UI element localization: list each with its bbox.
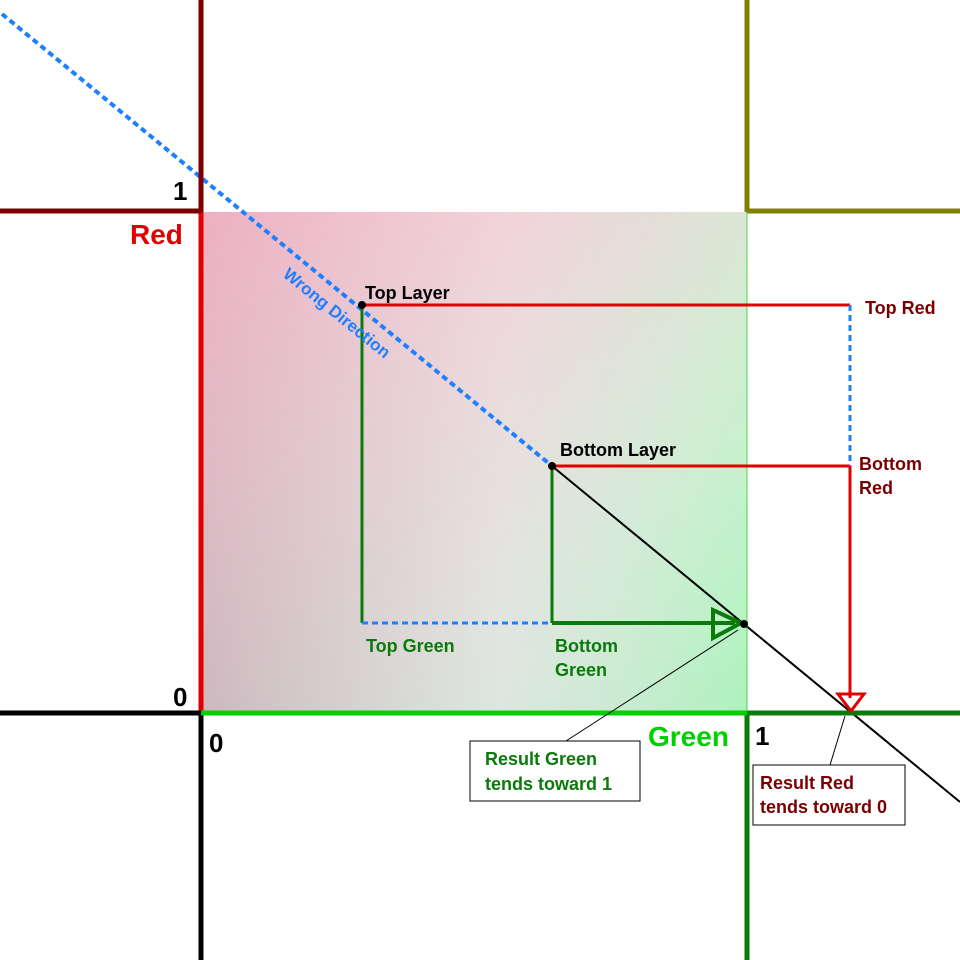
top-green-label: Top Green: [366, 636, 455, 656]
result-point: [740, 620, 748, 628]
wrong-direction-line: [0, 12, 554, 468]
bottom-layer-construction: [550, 464, 850, 642]
bottom-green-label-line2: Green: [555, 660, 607, 680]
result-red-text-line1: Result Red: [760, 773, 854, 793]
top-layer-construction: [360, 303, 850, 625]
result-green-text-line1: Result Green: [485, 749, 597, 769]
bottom-red-label-line2: Red: [859, 478, 893, 498]
top-layer-label: Top Layer: [365, 283, 450, 303]
bottom-layer-point: [548, 462, 556, 470]
red-result-construction: [834, 305, 868, 714]
horizontal-axis-lines: [0, 208, 960, 716]
red-tick-zero: 0: [173, 682, 187, 712]
green-tick-one: 1: [755, 721, 769, 751]
vertical-axis-lines: [198, 0, 750, 960]
color-square-red-tint: [203, 212, 747, 712]
bottom-layer-label: Bottom Layer: [560, 440, 676, 460]
red-axis-label: Red: [130, 219, 183, 250]
result-red-text-line2: tends toward 0: [760, 797, 887, 817]
green-axis-label: Green: [648, 721, 729, 752]
red-tick-one: 1: [173, 176, 187, 206]
top-red-label: Top Red: [865, 298, 936, 318]
top-layer-point: [358, 301, 366, 309]
result-red-leader: [829, 715, 846, 766]
result-red-box: [752, 764, 906, 826]
green-tick-zero: 0: [209, 728, 223, 758]
result-green-leader: [565, 629, 739, 742]
result-green-arrowhead: [711, 606, 746, 642]
result-green-text-line2: tends toward 1: [485, 774, 612, 794]
result-red-arrowhead: [834, 692, 868, 714]
color-square: [203, 212, 747, 712]
result-green-box: [469, 740, 641, 802]
bottom-green-label-line1: Bottom: [555, 636, 618, 656]
result-diagonal-line: [551, 465, 960, 803]
bottom-red-label-line1: Bottom: [859, 454, 922, 474]
